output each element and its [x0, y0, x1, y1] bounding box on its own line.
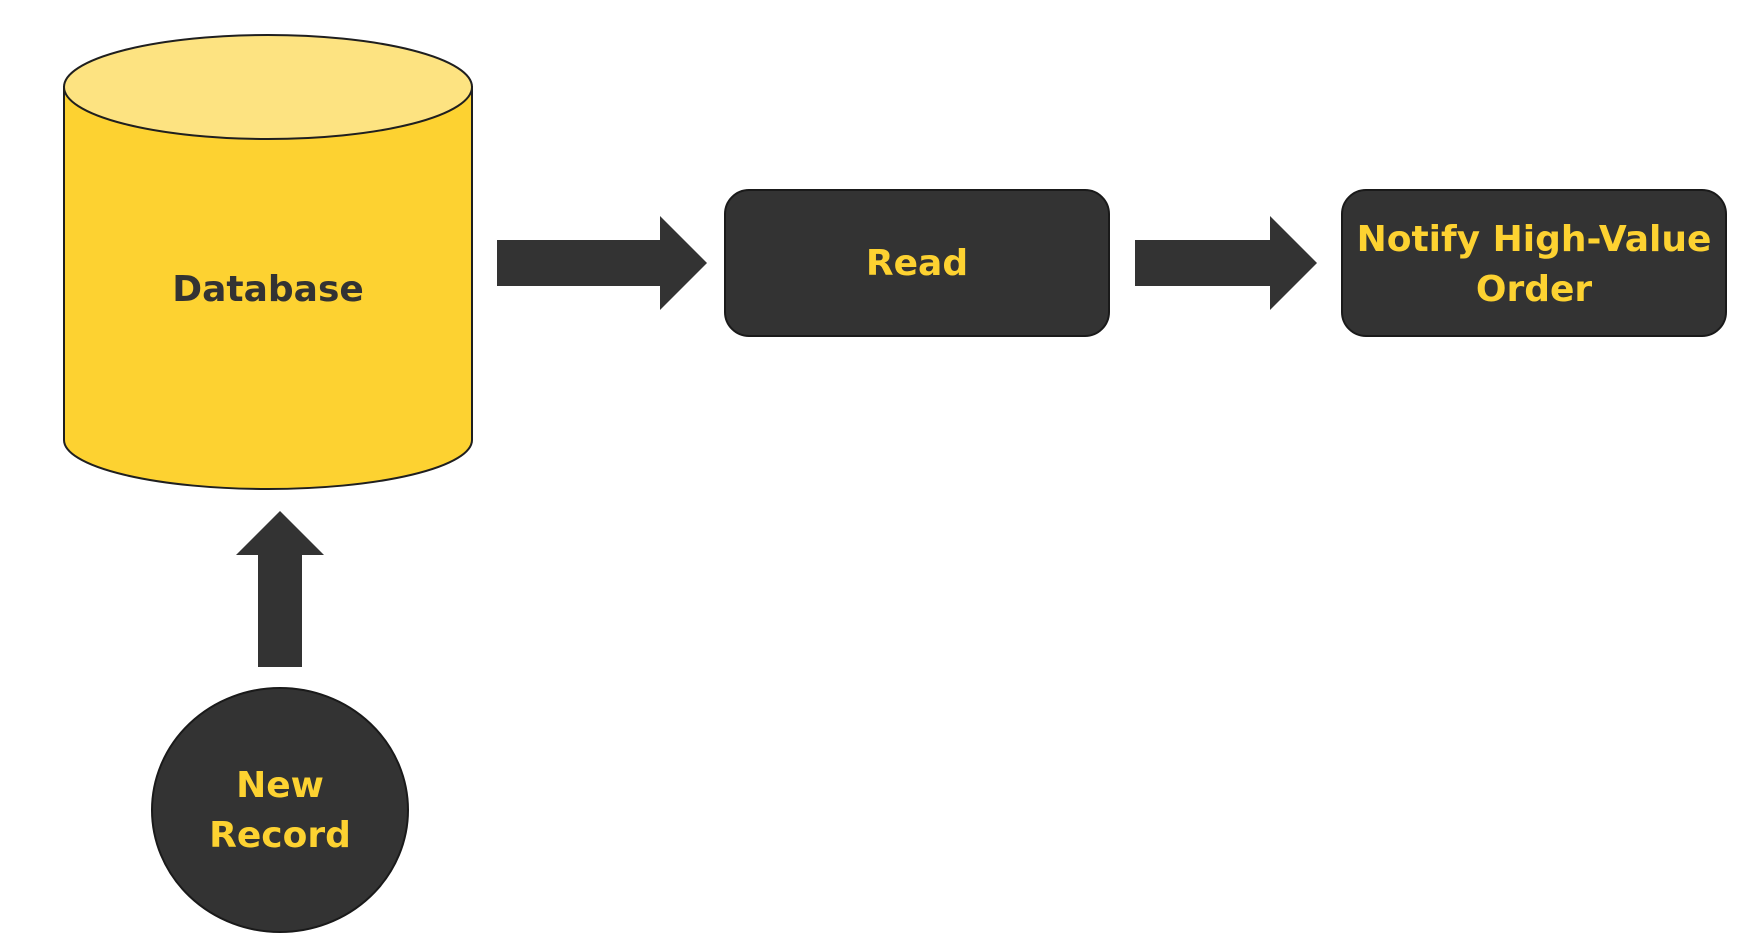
notify-node[interactable]: Notify High-Value Order — [1341, 189, 1727, 337]
new-record-label-line2: Record — [209, 815, 351, 856]
read-node[interactable]: Read — [724, 189, 1110, 337]
notify-label-line1: Notify High-Value — [1357, 219, 1712, 260]
new-record-circle — [151, 687, 409, 933]
notify-label-line2: Order — [1476, 269, 1593, 310]
arrow-read-to-notify — [1135, 216, 1317, 310]
notify-box — [1341, 189, 1727, 337]
database-node[interactable]: Database — [63, 34, 473, 490]
read-box — [724, 189, 1110, 337]
read-label: Read — [866, 243, 968, 284]
database-cylinder-body — [63, 86, 473, 490]
database-cylinder-top — [63, 34, 473, 140]
arrow-database-to-read — [497, 216, 707, 310]
database-label: Database — [172, 269, 364, 310]
new-record-node[interactable]: New Record — [151, 687, 409, 933]
new-record-label-line1: New — [236, 765, 324, 806]
arrow-new-record-to-database — [236, 511, 324, 667]
